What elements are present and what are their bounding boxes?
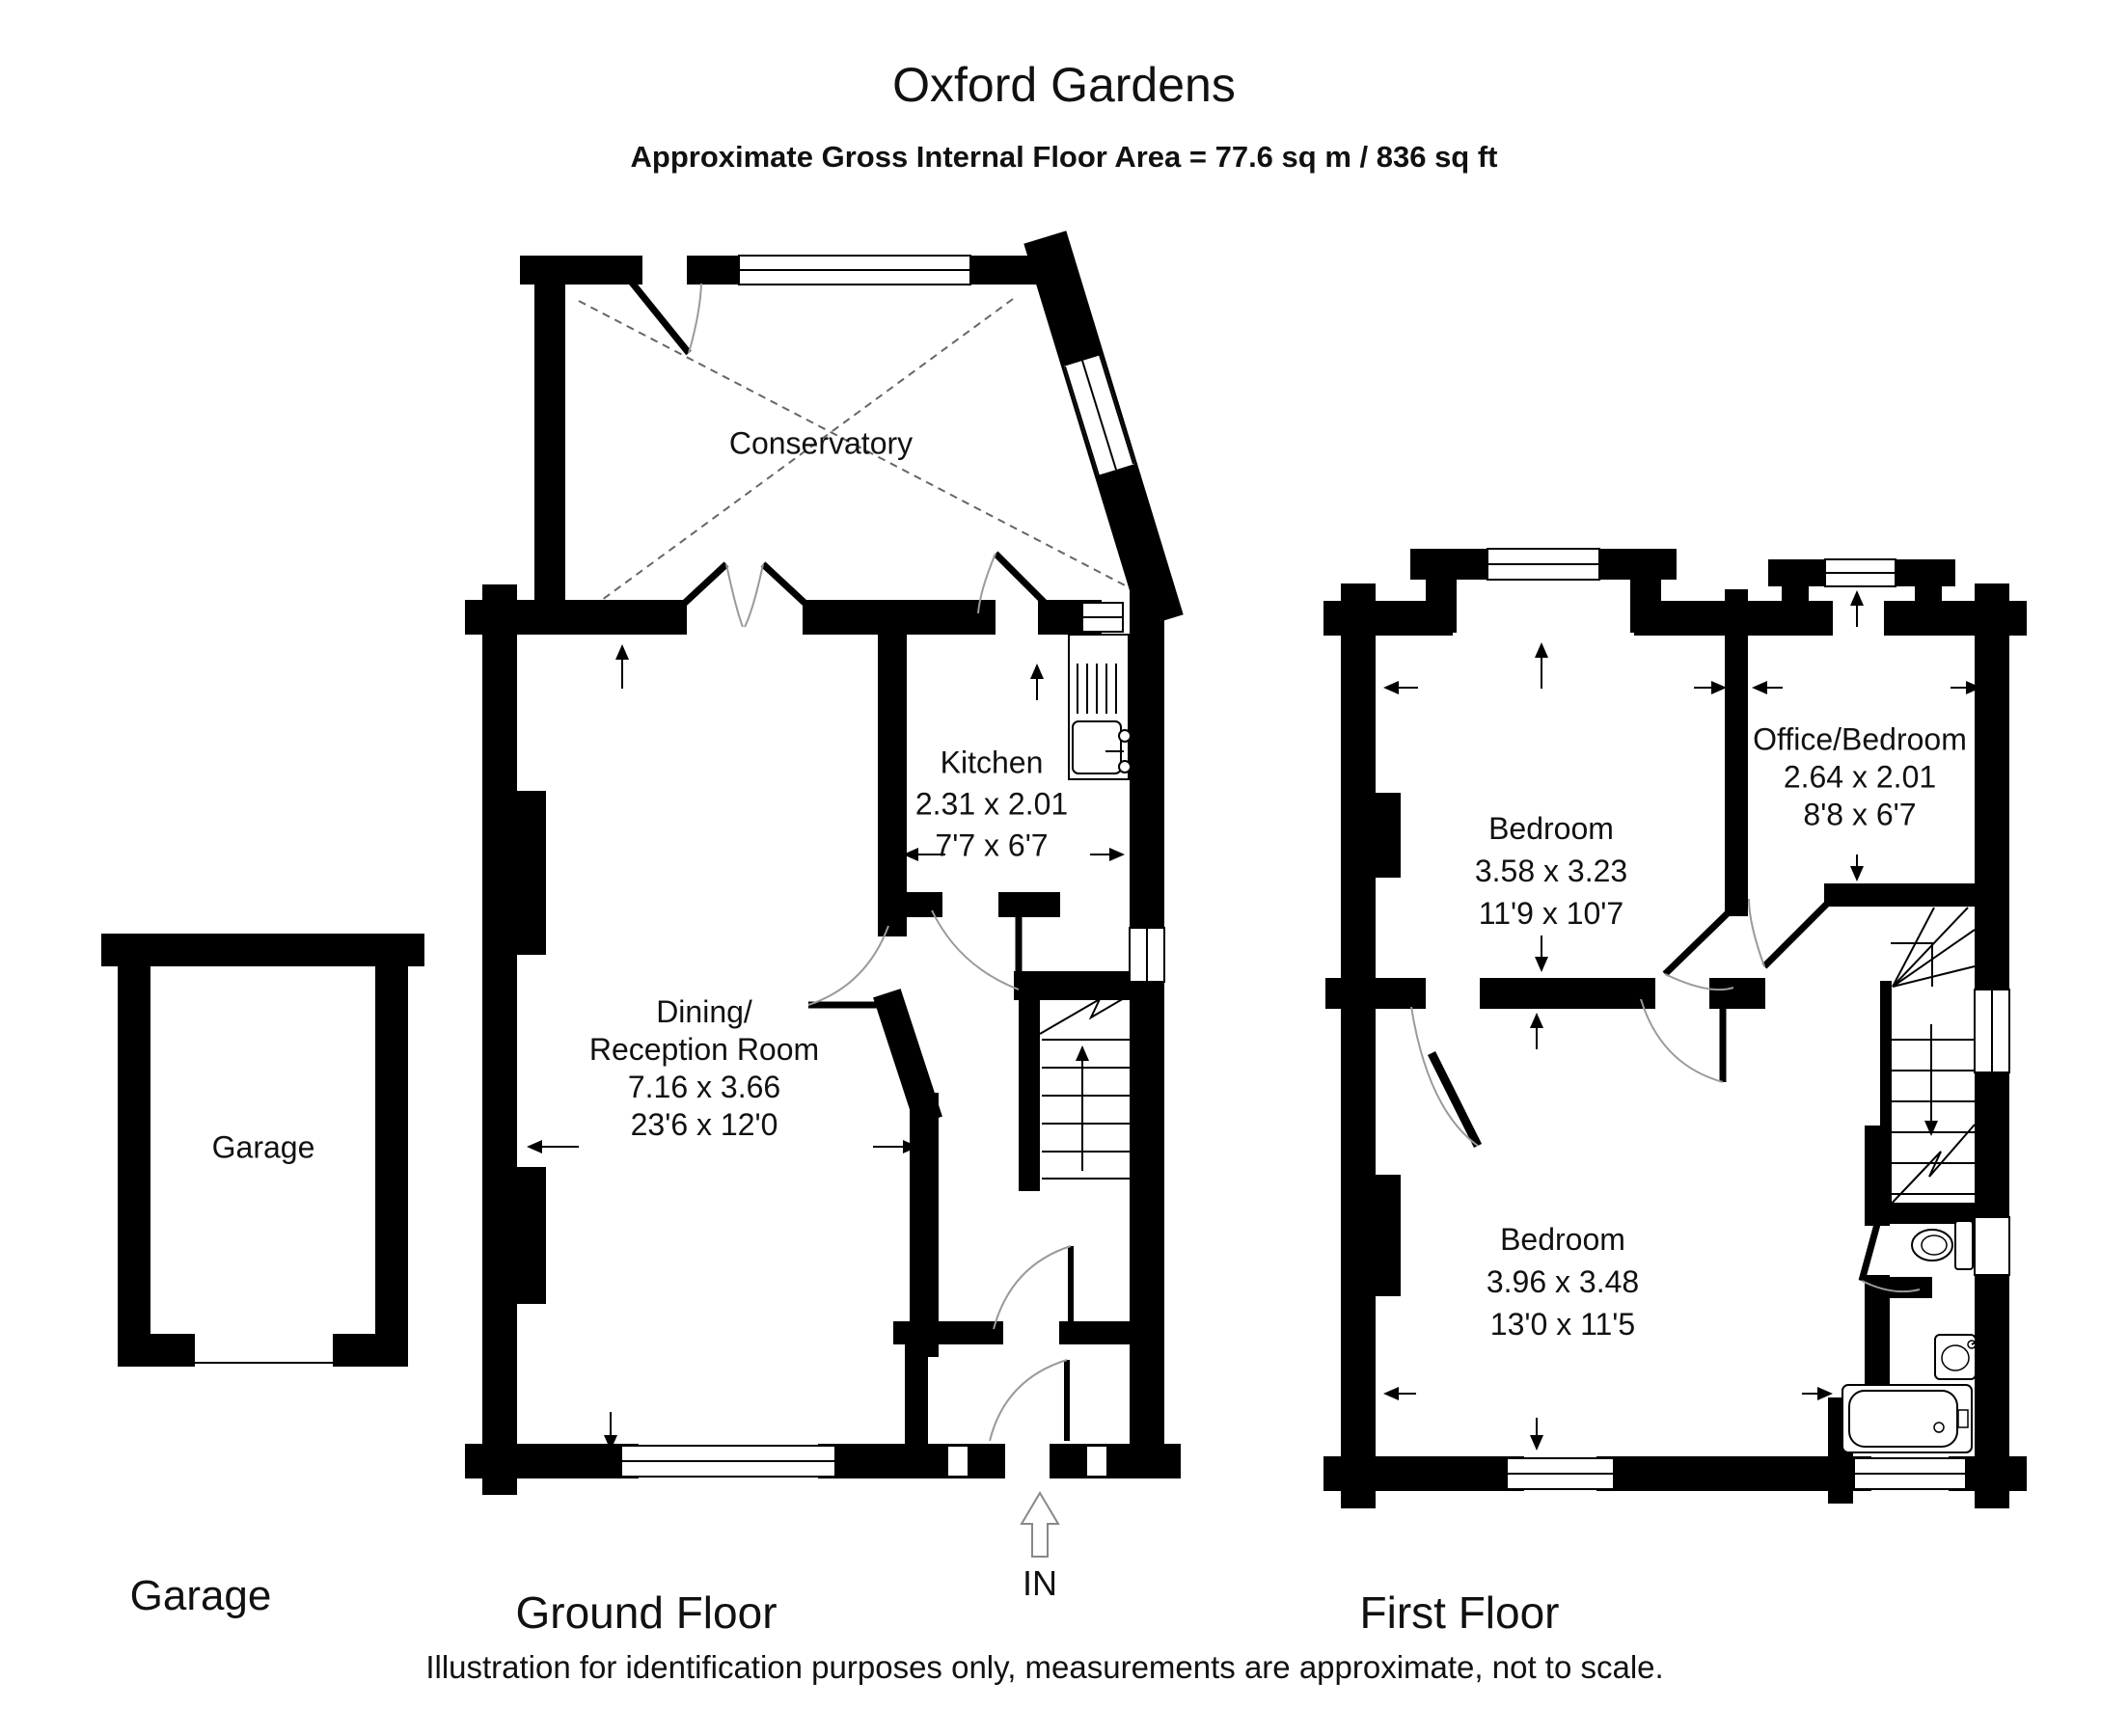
first-floor-staircase-icon bbox=[1880, 907, 1976, 1211]
kitchen-label: Kitchen 2.31 x 2.01 7'7 x 6'7 bbox=[915, 743, 1068, 867]
ground-floor-dimension-arrows bbox=[527, 644, 1125, 1451]
staircase-icon bbox=[1039, 993, 1132, 1180]
bedroom-back-size-metric: 3.96 x 3.48 bbox=[1486, 1264, 1640, 1299]
bedroom-back-size-imperial: 13'0 x 11'5 bbox=[1489, 1307, 1636, 1342]
ground-floor-doors bbox=[625, 275, 1074, 1442]
chimney-breast bbox=[1376, 793, 1401, 878]
bedroom-back-label: Bedroom 3.96 x 3.48 13'0 x 11'5 bbox=[1487, 1218, 1639, 1345]
disclaimer-text: Illustration for identification purposes… bbox=[425, 1649, 1664, 1685]
kitchen-sink-icon bbox=[1068, 634, 1132, 780]
first-floor-windows bbox=[1487, 548, 2010, 1490]
ground-floor-plan bbox=[465, 231, 1184, 1558]
bedroom-front-name: Bedroom bbox=[1488, 811, 1614, 846]
dining-size-imperial: 23'6 x 12'0 bbox=[630, 1107, 778, 1142]
chimney-breast bbox=[517, 791, 546, 955]
kitchen-size-metric: 2.31 x 2.01 bbox=[914, 786, 1069, 822]
office-bedroom-label: Office/Bedroom 2.64 x 2.01 8'8 x 6'7 bbox=[1753, 721, 1967, 834]
kitchen-name: Kitchen bbox=[940, 745, 1044, 780]
office-bedroom-size-imperial: 8'8 x 6'7 bbox=[1803, 797, 1917, 832]
kitchen-size-imperial: 7'7 x 6'7 bbox=[935, 827, 1049, 863]
page-title: Oxford Gardens bbox=[892, 58, 1236, 112]
conservatory-label: Conservatory bbox=[728, 425, 914, 461]
toilet-icon bbox=[1911, 1220, 1974, 1270]
entrance-in-arrow-icon bbox=[1020, 1491, 1060, 1558]
bedroom-front-size-metric: 3.58 x 3.23 bbox=[1474, 854, 1628, 888]
garage-plan-label: Garage bbox=[129, 1572, 272, 1619]
conservatory-roof-lines-icon bbox=[572, 298, 1132, 622]
bedroom-front-label: Bedroom 3.58 x 3.23 11'9 x 10'7 bbox=[1475, 807, 1627, 935]
office-bedroom-size-metric: 2.64 x 2.01 bbox=[1783, 759, 1937, 795]
garage-plan bbox=[101, 934, 424, 1367]
office-bedroom-name: Office/Bedroom bbox=[1753, 721, 1967, 757]
dining-name-line1: Dining/ bbox=[656, 994, 752, 1029]
first-floor-plan bbox=[1323, 548, 2027, 1508]
first-floor-dimension-arrows bbox=[1383, 590, 1981, 1451]
dining-size-metric: 7.16 x 3.66 bbox=[627, 1070, 781, 1104]
chimney-breast bbox=[1376, 1175, 1401, 1296]
ground-floor-windows bbox=[620, 255, 1165, 1478]
bedroom-back-name: Bedroom bbox=[1500, 1222, 1625, 1257]
first-floor-doors bbox=[1410, 894, 1921, 1293]
wash-basin-icon bbox=[1934, 1334, 1984, 1380]
first-floor-plan-label: First Floor bbox=[1359, 1587, 1560, 1638]
dining-room-label: Dining/ Reception Room 7.16 x 3.66 23'6 … bbox=[589, 993, 819, 1144]
page-subtitle: Approximate Gross Internal Floor Area = … bbox=[630, 140, 1498, 174]
dining-name-line2: Reception Room bbox=[588, 1032, 820, 1067]
bathtub-icon bbox=[1842, 1384, 1973, 1453]
first-floor-walls bbox=[1323, 549, 2027, 1508]
chimney-breast bbox=[517, 1167, 546, 1304]
entrance-in-label: IN bbox=[1023, 1563, 1057, 1603]
bedroom-front-size-imperial: 11'9 x 10'7 bbox=[1478, 896, 1624, 931]
garage-room-label: Garage bbox=[211, 1129, 315, 1165]
ground-floor-plan-label: Ground Floor bbox=[515, 1587, 778, 1638]
